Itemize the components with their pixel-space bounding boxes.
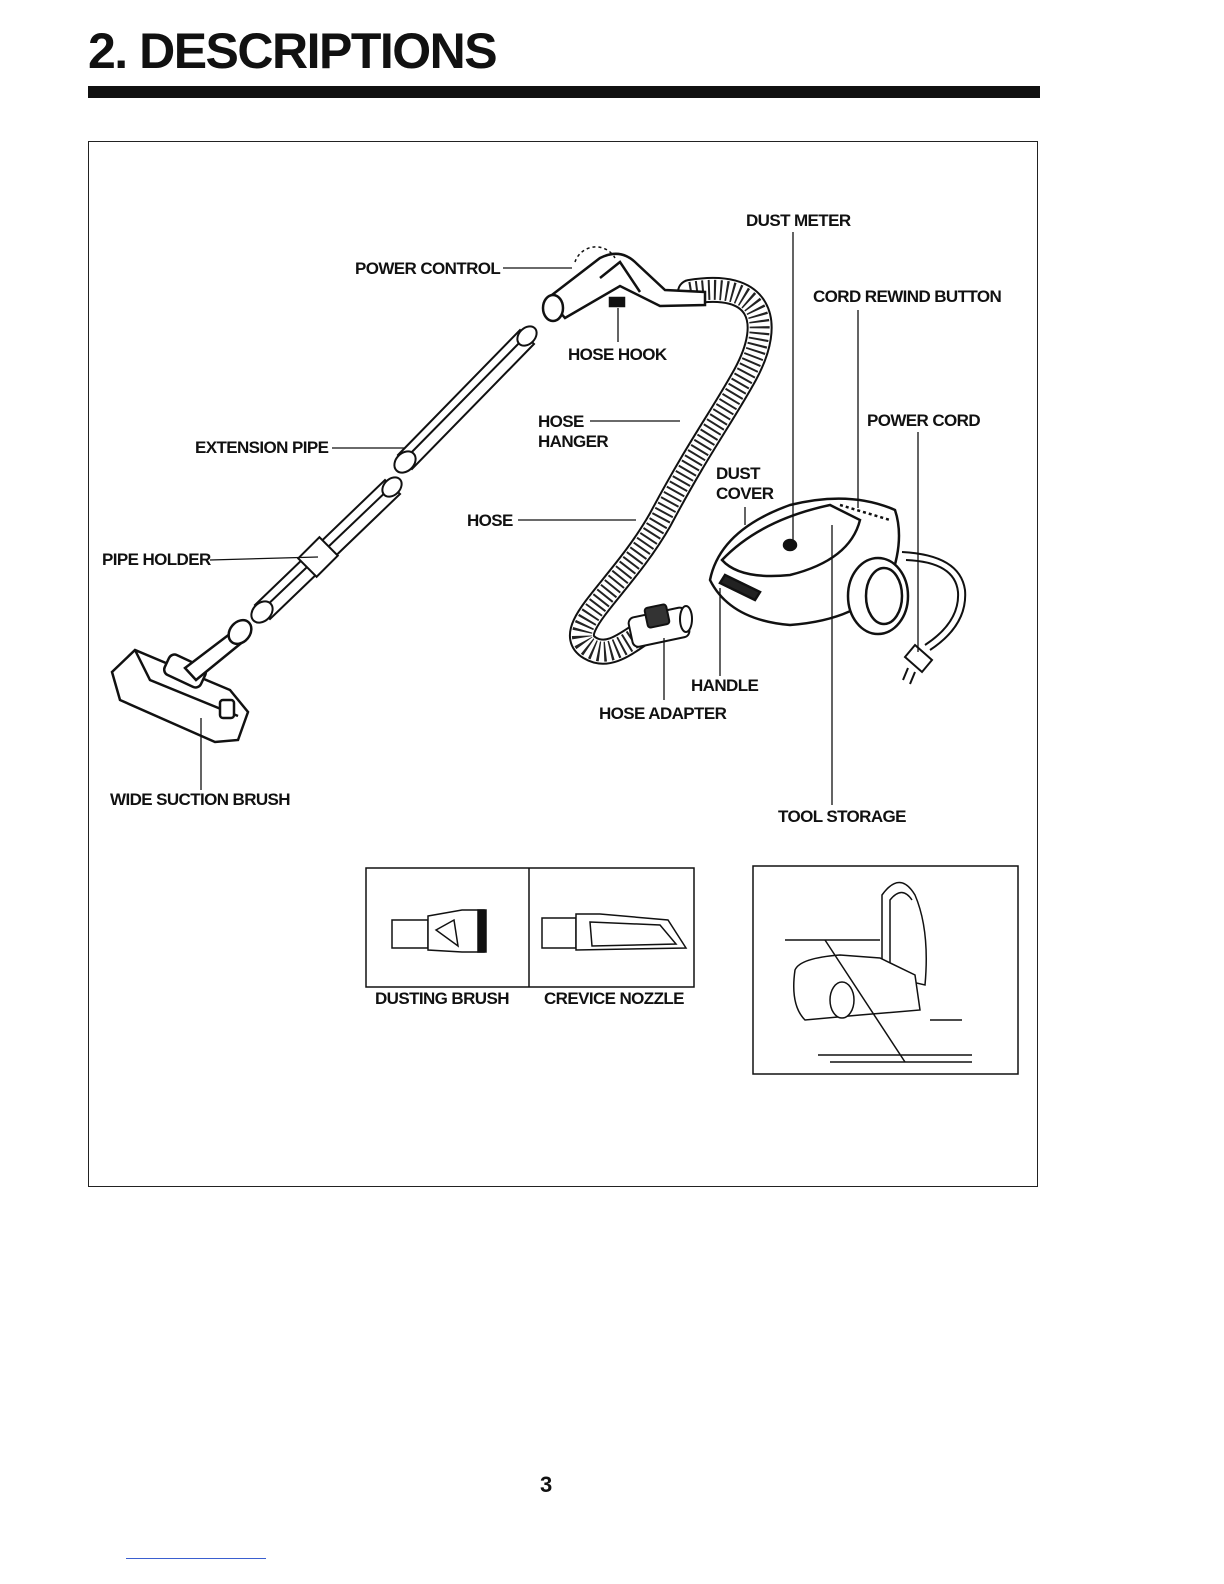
label-hose-hanger-line1: HOSE bbox=[538, 412, 584, 432]
label-power-cord: POWER CORD bbox=[867, 411, 980, 431]
accessory-panels bbox=[366, 866, 1018, 1074]
crevice-nozzle-icon bbox=[542, 914, 686, 950]
label-handle: HANDLE bbox=[691, 676, 758, 696]
hose-adapter-illustration bbox=[628, 604, 692, 648]
label-wide-suction-brush: WIDE SUCTION BRUSH bbox=[110, 790, 290, 810]
label-hose-hook: HOSE HOOK bbox=[568, 345, 667, 365]
page-number: 3 bbox=[540, 1472, 552, 1498]
label-hose: HOSE bbox=[467, 511, 513, 531]
pipe-holder-illustration bbox=[247, 474, 405, 627]
wide-suction-brush-illustration bbox=[112, 616, 256, 742]
label-crevice-nozzle: CREVICE NOZZLE bbox=[544, 989, 684, 1009]
label-hose-adapter: HOSE ADAPTER bbox=[599, 704, 726, 724]
label-extension-pipe: EXTENSION PIPE bbox=[195, 438, 328, 458]
footer-line bbox=[126, 1558, 266, 1559]
label-tool-storage: TOOL STORAGE bbox=[778, 807, 906, 827]
label-dusting-brush: DUSTING BRUSH bbox=[375, 989, 509, 1009]
label-hose-hanger-line2: HANGER bbox=[538, 432, 608, 452]
extension-pipe-illustration bbox=[390, 323, 540, 477]
power-cord-illustration bbox=[902, 552, 965, 684]
label-pipe-holder: PIPE HOLDER bbox=[102, 550, 211, 570]
vacuum-body-illustration bbox=[710, 499, 908, 634]
label-cord-rewind-button: CORD REWIND BUTTON bbox=[813, 287, 1001, 307]
label-dust-cover-line1: DUST bbox=[716, 464, 760, 484]
label-power-control: POWER CONTROL bbox=[355, 259, 500, 279]
label-dust-meter: DUST METER bbox=[746, 211, 851, 231]
label-dust-cover-line2: COVER bbox=[716, 484, 773, 504]
